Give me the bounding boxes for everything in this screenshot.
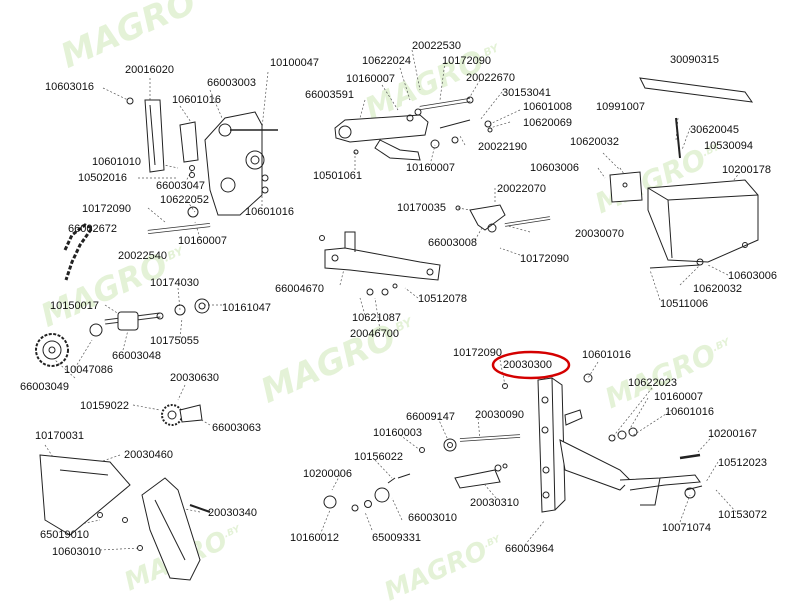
part-label: 10047086 [64, 364, 113, 376]
part-label: 30153041 [502, 87, 551, 99]
part-label: 10501061 [313, 170, 362, 182]
part-label: 10156022 [354, 451, 403, 463]
part-label: 20030340 [208, 507, 257, 519]
part-label: 10100047 [270, 57, 319, 69]
part-label: 10991007 [596, 101, 645, 113]
part-label: 66002672 [68, 223, 117, 235]
part-label: 10601016 [245, 206, 294, 218]
part-label: 10621087 [352, 312, 401, 324]
part-label: 20022670 [466, 72, 515, 84]
hopper-assembly [609, 77, 759, 269]
part-label: 10172090 [520, 253, 569, 265]
part-label: 10160007 [346, 73, 395, 85]
part-label: 10601016 [665, 406, 714, 418]
part-label: 10200006 [303, 468, 352, 480]
highlighted-part-label: 20030300 [503, 359, 552, 371]
part-label: 10160003 [373, 427, 422, 439]
part-label: 20030310 [470, 497, 519, 509]
part-label: 66003964 [505, 543, 554, 555]
part-label: 20016020 [125, 64, 174, 76]
part-label: 10601016 [582, 349, 631, 361]
part-label: 10530094 [704, 140, 753, 152]
part-label: 10170031 [35, 430, 84, 442]
part-label: 10172090 [82, 203, 131, 215]
part-label: 10620069 [523, 117, 572, 129]
part-label: 20046700 [350, 328, 399, 340]
part-label: 66009147 [406, 411, 455, 423]
part-label: 10153072 [718, 509, 767, 521]
part-label: 10071074 [662, 522, 711, 534]
part-label: 10160007 [406, 162, 455, 174]
highlight-ring [491, 350, 571, 380]
part-label: 20030090 [475, 409, 524, 421]
part-label: 66003047 [156, 180, 205, 192]
part-label: 10622023 [628, 377, 677, 389]
upper-left-assembly [35, 97, 278, 581]
part-label: 10603006 [530, 162, 579, 174]
part-label: 10150017 [50, 300, 99, 312]
part-label: 10601016 [172, 94, 221, 106]
part-label: 30620045 [690, 124, 739, 136]
part-label: 10620032 [693, 283, 742, 295]
part-label: 10200167 [708, 428, 757, 440]
part-label: 10172090 [453, 347, 502, 359]
part-label: 66003063 [212, 422, 261, 434]
part-label: 30090315 [670, 54, 719, 66]
part-label: 10622024 [362, 55, 411, 67]
part-label: 20022540 [118, 250, 167, 262]
leader-lines [44, 49, 741, 551]
part-label: 20022070 [497, 183, 546, 195]
part-label: 10601008 [523, 101, 572, 113]
part-label: 66003591 [305, 89, 354, 101]
part-label: 66003010 [408, 512, 457, 524]
part-label: 66004670 [275, 283, 324, 295]
part-label: 65009331 [372, 532, 421, 544]
upper-middle-assembly [319, 96, 551, 296]
part-label: 10175055 [150, 335, 199, 347]
part-label: 10159022 [80, 400, 129, 412]
part-label: 10200178 [722, 164, 771, 176]
part-label: 10172090 [442, 55, 491, 67]
part-label: 10161047 [222, 302, 271, 314]
part-label: 66003003 [207, 77, 256, 89]
part-label: 10601010 [92, 156, 141, 168]
part-label: 10170035 [397, 202, 446, 214]
main-frame-assembly [323, 373, 703, 513]
part-label: 10160007 [178, 235, 227, 247]
part-label: 20022530 [412, 40, 461, 52]
part-label: 10603010 [52, 546, 101, 558]
part-label: 10502016 [78, 172, 127, 184]
part-label: 66003048 [112, 350, 161, 362]
part-label: 10511006 [660, 298, 709, 310]
part-label: 10512023 [718, 457, 767, 469]
part-label: 10160007 [654, 391, 703, 403]
part-label: 10622052 [160, 194, 209, 206]
part-label: 66003049 [20, 381, 69, 393]
part-label: 10174030 [150, 277, 199, 289]
part-label: 10620032 [570, 136, 619, 148]
part-label: 20030630 [170, 372, 219, 384]
part-label: 10160012 [290, 532, 339, 544]
part-label: 10603006 [728, 270, 777, 282]
part-label: 10603016 [45, 81, 94, 93]
part-label: 20030070 [575, 228, 624, 240]
part-label: 10512078 [418, 293, 467, 305]
part-label: 20022190 [478, 141, 527, 153]
part-label: 65019010 [40, 529, 89, 541]
part-label: 20030460 [124, 449, 173, 461]
part-label: 66003008 [428, 237, 477, 249]
